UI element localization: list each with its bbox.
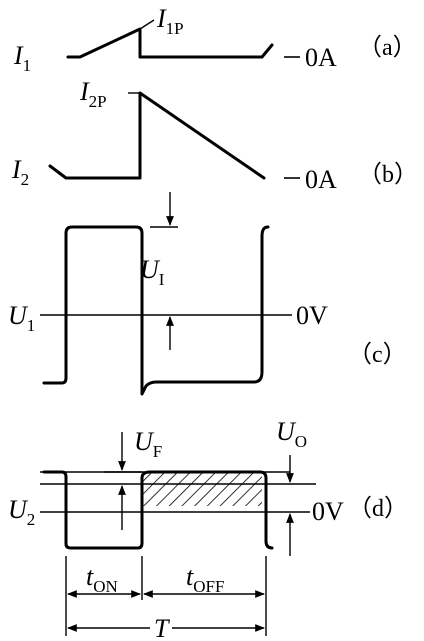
panel-c: U1 UI 0V （c） (8, 192, 407, 396)
panel-tag-a: （a） (358, 35, 417, 61)
ton-label: tON (86, 562, 118, 596)
zero-label-c: 0V (296, 301, 328, 330)
peak-leader-a (139, 19, 155, 30)
peak-label-a: I1P (156, 4, 184, 38)
peak-label-b: I2P (79, 77, 107, 111)
hatched-region (142, 472, 262, 506)
zero-label-d: 0V (312, 497, 344, 526)
signal-label-d: U2 (8, 495, 35, 529)
delta-label-c: UI (140, 255, 165, 289)
forward-label-d: UF (134, 427, 162, 461)
signal-label-b: I2 (11, 155, 29, 189)
period-label-mask (150, 616, 172, 640)
waveform-u2 (42, 470, 274, 550)
panel-tag-b: （b） (358, 162, 418, 188)
panel-tag-c: （c） (348, 342, 407, 368)
signal-label-c: U1 (8, 301, 35, 335)
waveform-i2 (48, 91, 266, 180)
panel-a: I1 I1P 0A （a） (13, 4, 417, 75)
zero-label-a: 0A (305, 43, 337, 72)
waveform-u1 (42, 225, 270, 396)
signal-label-a: I1 (13, 41, 31, 75)
period-label: T (154, 614, 170, 641)
panel-b: I2 I2P 0A （b） (11, 77, 418, 194)
output-label-d: UO (276, 417, 307, 451)
panel-tag-d: （d） (348, 496, 408, 522)
panel-d: U2 UF UO 0V （d） tON tOFF T (8, 417, 408, 641)
toff-label: tOFF (186, 562, 224, 596)
zero-label-b: 0A (305, 165, 337, 194)
